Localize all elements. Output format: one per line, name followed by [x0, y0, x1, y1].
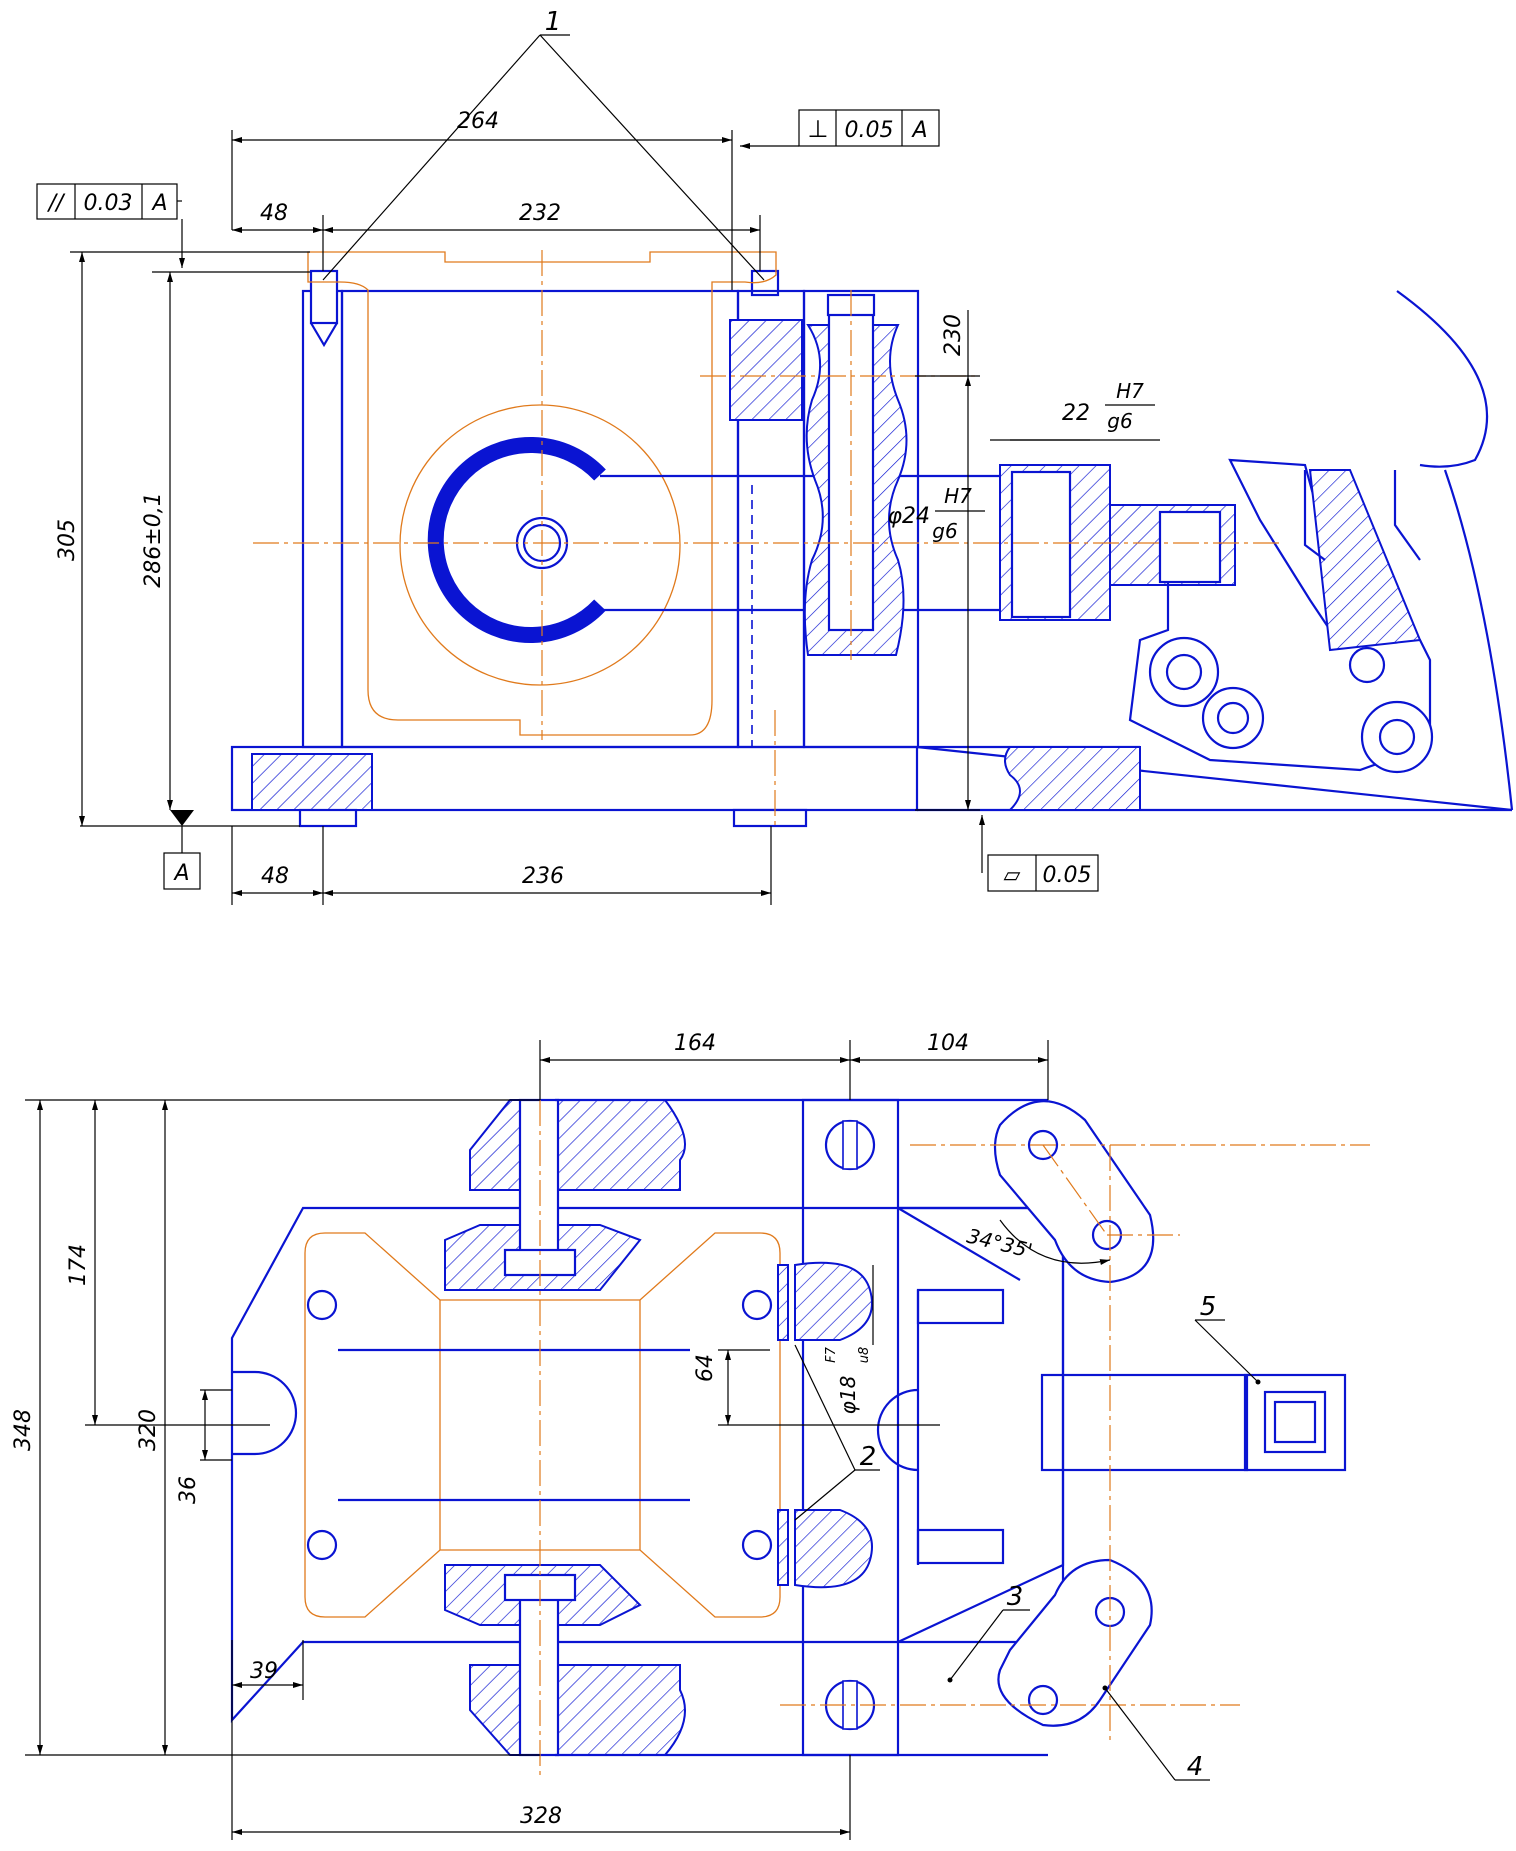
rack-top	[794, 1261, 873, 1341]
handle-square	[1243, 1373, 1347, 1472]
dim-348: 348	[11, 1409, 36, 1451]
plan-view-dimensions: 164 104 348 320 174 36 39 328 64 φ18 F7 …	[11, 1031, 1261, 1840]
base-section-left	[251, 753, 373, 811]
jaw-bottom	[469, 1664, 686, 1756]
base-foot	[732, 808, 808, 828]
svg-text://: //	[47, 191, 66, 216]
dim-36: 36	[176, 1476, 201, 1504]
svg-text:▱: ▱	[1004, 863, 1021, 888]
tolerance-frame-perpendicular: ⊥ 0.05 A	[740, 109, 940, 149]
bolt-tl	[306, 1289, 338, 1321]
dim-64: 64	[693, 1354, 718, 1382]
workpiece-contour	[1396, 290, 1489, 468]
plan-body	[230, 1206, 1065, 1723]
plan-slot	[232, 1370, 298, 1456]
dim-174: 174	[66, 1244, 91, 1286]
fit-22: 22	[1062, 401, 1090, 426]
callout-3: 3	[1007, 1582, 1024, 1612]
dim-328: 328	[520, 1804, 562, 1829]
handle-block	[1040, 1373, 1249, 1472]
lever-arm	[1128, 458, 1432, 772]
dim-236: 236	[522, 864, 564, 889]
svg-text:0.05: 0.05	[845, 118, 894, 143]
cross-bar	[801, 1098, 900, 1757]
dim-230: 230	[941, 314, 966, 356]
callout-2: 2	[860, 1442, 877, 1472]
jaw-section	[1308, 469, 1422, 652]
dim-320: 320	[136, 1409, 161, 1451]
link-pin-4	[1348, 646, 1386, 684]
link-pin-1	[1148, 636, 1220, 708]
dim-48-bottom: 48	[261, 864, 289, 889]
svg-text:0.05: 0.05	[1043, 863, 1092, 888]
crank-ring	[427, 437, 606, 643]
dim-305: 305	[55, 519, 80, 561]
plan-housing-outline	[304, 1232, 781, 1618]
svg-text:A: A	[150, 191, 167, 216]
tolerance-frame-flatness: ▱ 0.05	[979, 815, 1099, 892]
fit-18-num: F7	[824, 1346, 839, 1362]
fit-22-num: H7	[1116, 379, 1144, 403]
plan-view	[230, 1098, 1370, 1780]
bolt-br	[741, 1529, 773, 1561]
dim-angle: 34°35'	[965, 1224, 1035, 1263]
dim-39: 39	[250, 1659, 278, 1684]
dim-48-top: 48	[260, 201, 288, 226]
svg-text:A: A	[910, 118, 927, 143]
housing-outline	[307, 251, 777, 736]
screw-head-bottom	[298, 808, 358, 828]
fit-18-den: u8	[857, 1347, 872, 1364]
dim-164: 164	[674, 1031, 716, 1056]
callout-5: 5	[1200, 1292, 1217, 1322]
left-column	[301, 289, 344, 749]
fit-24-den: g6	[932, 519, 957, 543]
rack-section	[729, 319, 803, 421]
callout-4: 4	[1187, 1752, 1204, 1782]
dim-232: 232	[519, 201, 561, 226]
datum-a: A	[163, 810, 201, 890]
svg-text:0.03: 0.03	[84, 191, 133, 216]
fit-24: φ24	[887, 504, 930, 529]
worm-wheel-outline	[399, 404, 681, 686]
tolerance-frame-parallel: // 0.03 A	[36, 183, 185, 268]
front-view	[230, 250, 1514, 830]
bolt-tr	[741, 1289, 773, 1321]
bolt-bl	[306, 1529, 338, 1561]
link-pin-2	[1201, 686, 1265, 750]
svg-text:A: A	[172, 861, 189, 886]
rack-bottom	[794, 1509, 873, 1589]
fit-24-num: H7	[944, 484, 972, 508]
fit-22-den: g6	[1107, 409, 1132, 433]
clamp-screw-top	[518, 1098, 560, 1272]
coupling-bore	[1010, 470, 1072, 619]
clamp-screw-bottom	[518, 1583, 560, 1757]
link-pin-3	[1360, 700, 1434, 774]
callout-1: 1	[545, 7, 562, 37]
front-view-dimensions: 264 48 232 305 286±0,1 230 48 236 22 H7 …	[55, 7, 1160, 905]
jaw-top	[469, 1099, 686, 1191]
dim-286: 286±0,1	[141, 492, 166, 587]
screw-block	[802, 289, 920, 749]
svg-text:⊥: ⊥	[808, 115, 829, 143]
base-section-right	[1004, 746, 1141, 811]
clevis-slot	[1158, 510, 1222, 584]
fit-18: φ18	[836, 1376, 860, 1415]
dim-104: 104	[927, 1031, 969, 1056]
